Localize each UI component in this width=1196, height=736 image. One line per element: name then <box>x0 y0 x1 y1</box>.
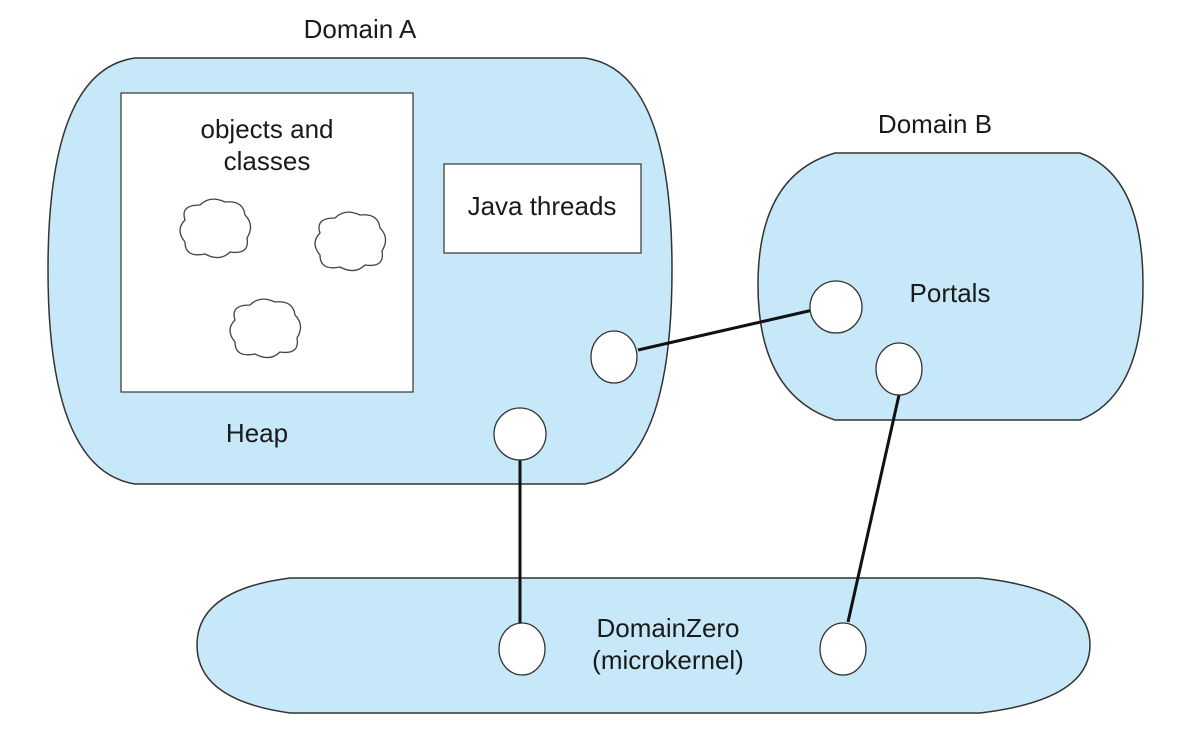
domain-b-title: Domain B <box>878 109 992 139</box>
portal-domain-a-bottom[interactable] <box>493 407 547 461</box>
domain-a-title: Domain A <box>304 14 417 44</box>
domain-b-shape <box>757 152 1144 421</box>
object-cloud-icon <box>229 298 302 359</box>
object-cloud-icon <box>314 211 387 272</box>
java-threads-label: Java threads <box>468 191 617 221</box>
portal-domain-b-bottom[interactable] <box>875 342 923 396</box>
domain-zero-label-line2: (microkernel) <box>592 645 744 675</box>
connector-b-to-zero <box>846 394 901 623</box>
portal-domain-a-right[interactable] <box>590 330 638 384</box>
heap-box-label-line2: classes <box>224 146 311 176</box>
domain-zero-label-line1: DomainZero <box>596 613 739 643</box>
portal-domain-zero-right[interactable] <box>819 622 867 676</box>
heap-label: Heap <box>226 418 288 448</box>
portal-domain-b-left[interactable] <box>809 280 863 334</box>
portals-label: Portals <box>910 278 991 308</box>
object-cloud-icon <box>179 198 252 259</box>
connector-a-to-b <box>637 308 814 352</box>
portal-domain-zero-left[interactable] <box>498 622 546 676</box>
domain-zero-shape <box>196 577 1091 714</box>
java-threads-box <box>443 163 642 254</box>
heap-box-label-line1: objects and <box>201 114 334 144</box>
